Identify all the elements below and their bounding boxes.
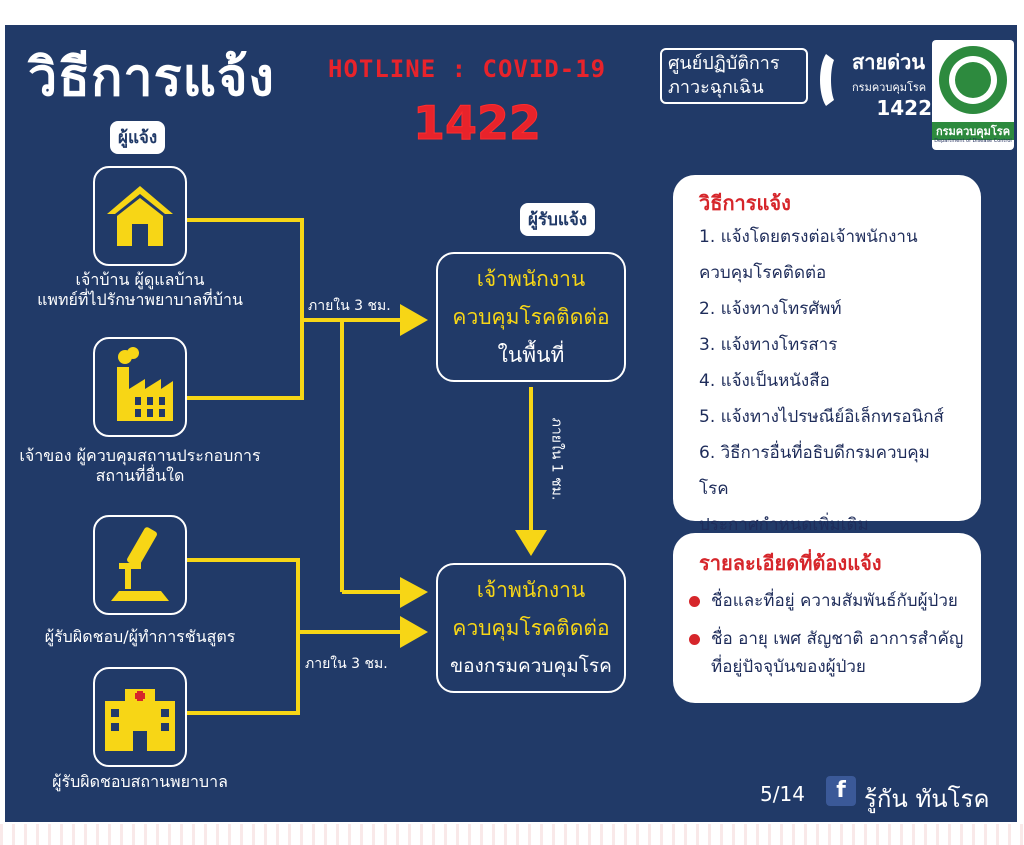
receiver-dept-line3: ของกรมควบคุมโรค [450, 655, 612, 677]
arrowhead-branch [400, 577, 428, 608]
ddc-sub: Department of Disease Control [934, 138, 1012, 144]
arrowhead-lower [400, 616, 428, 648]
details-item: ชื่อและที่อยู่ ความสัมพันธ์กับผู้ป่วย [689, 587, 965, 615]
hotline-logo-number: 1422 [876, 96, 932, 120]
hotline-logo: สายด่วน กรมควบคุมโรค 1422 [852, 46, 932, 120]
ministry-seal-icon [939, 46, 1007, 114]
eoc-logo: ศูนย์ปฏิบัติการ ภาวะฉุกเฉิน [660, 48, 808, 104]
ddc-logo: กรมควบคุมโรค Department of Disease Contr… [932, 40, 1014, 150]
factory-icon-box [93, 337, 187, 437]
facebook-page-name[interactable]: รู้กัน ทันโรค [864, 785, 990, 813]
hotline-logo-dept: กรมควบคุมโรค [852, 81, 927, 94]
arrowhead-down [515, 530, 547, 556]
details-item-line2: ที่อยู่ปัจจุบันของผู้ป่วย [711, 657, 866, 677]
methods-line: 1. แจ้งโดยตรงต่อเจ้าพนักงาน [699, 227, 918, 247]
ddc-name: กรมควบคุมโรค [932, 122, 1014, 140]
reporter-2-caption-line1: เจ้าของ ผู้ควบคุมสถานประกอบการ [19, 446, 261, 465]
microscope-icon [111, 527, 169, 601]
reporter-2-caption: เจ้าของ ผู้ควบคุมสถานประกอบการ สถานที่อื… [0, 446, 280, 486]
eoc-line2: ภาวะฉุกเฉิน [668, 77, 764, 98]
factory-icon [117, 347, 173, 421]
reporter-2-caption-line2: สถานที่อื่นใด [95, 466, 185, 485]
hotline-logo-title: สายด่วน [852, 50, 926, 74]
reporter-1-caption-line1: เจ้าบ้าน ผู้ดูแลบ้าน [75, 270, 205, 289]
methods-line: ควบคุมโรคติดต่อ [699, 263, 827, 283]
receiver-local-line3: ในพื้นที่ [497, 343, 565, 367]
time-label-lower: ภายใน 3 ชม. [305, 656, 388, 672]
house-icon [107, 186, 173, 246]
decorative-pattern [0, 824, 1024, 845]
methods-card: วิธีการแจ้ง 1. แจ้งโดยตรงต่อเจ้าพนักงาน … [673, 175, 981, 535]
arrowhead-local [400, 304, 428, 336]
methods-heading: วิธีการแจ้ง [699, 191, 791, 215]
eoc-line1: ศูนย์ปฏิบัติการ [668, 53, 780, 74]
page-number: 5/14 [760, 782, 805, 806]
receiver-dept-box: เจ้าพนักงาน ควบคุมโรคติดต่อ ของกรมควบคุม… [436, 563, 626, 693]
house-icon-box [93, 166, 187, 266]
methods-line: 5. แจ้งทางไปรษณีย์อิเล็กทรอนิกส์ [699, 407, 944, 427]
reporter-1-caption-line2: แพทย์ที่ไปรักษาพยาบาลที่บ้าน [37, 290, 243, 309]
hotline-label: HOTLINE : COVID-19 [328, 55, 607, 83]
receiver-dept-line2: ควบคุมโรคติดต่อ [452, 616, 610, 640]
upper-bracket-line [186, 218, 304, 400]
details-card: รายละเอียดที่ต้องแจ้ง ชื่อและที่อยู่ ควา… [673, 533, 981, 703]
details-item-line1: ชื่อและที่อยู่ ความสัมพันธ์กับผู้ป่วย [711, 591, 958, 611]
time-label-vertical: ภายใน 1 ชม. [548, 417, 565, 501]
bullet-dot-icon [689, 596, 700, 607]
bullet-dot-icon [689, 634, 700, 645]
hospital-icon-box [93, 667, 187, 767]
lower-bracket-line [186, 558, 300, 715]
hospital-icon [105, 689, 175, 751]
receiver-local-line2: ควบคุมโรคติดต่อ [452, 305, 610, 329]
reporter-3-caption: ผู้รับผิดชอบ/ผู้ทำการชันสูตร [15, 627, 265, 647]
receiver-dept-line1: เจ้าพนักงาน [476, 578, 586, 602]
reporter-3-caption-line1: ผู้รับผิดชอบ/ผู้ทำการชันสูตร [44, 627, 236, 646]
facebook-icon[interactable]: f [826, 776, 856, 806]
details-item-line1: ชื่อ อายุ เพศ สัญชาติ อาการสำคัญ [711, 629, 964, 649]
receiver-local-box: เจ้าพนักงาน ควบคุมโรคติดต่อ ในพื้นที่ [436, 252, 626, 382]
reporter-label: ผู้แจ้ง [110, 121, 166, 154]
methods-line: 2. แจ้งทางโทรศัพท์ [699, 299, 842, 319]
methods-line: 3. แจ้งทางโทรสาร [699, 335, 838, 355]
receiver-label: ผู้รับแจ้ง [520, 203, 596, 236]
hotline-number: 1422 [412, 96, 542, 151]
page-title: วิธีการแจ้ง [28, 48, 275, 108]
phone-icon [818, 50, 848, 114]
reporter-1-caption: เจ้าบ้าน ผู้ดูแลบ้าน แพทย์ที่ไปรักษาพยาบ… [10, 270, 270, 310]
details-item: ชื่อ อายุ เพศ สัญชาติ อาการสำคัญ ที่อยู่… [689, 625, 965, 681]
methods-line: ประกาศกำหนดเพิ่มเติม [699, 515, 869, 535]
receiver-local-line1: เจ้าพนักงาน [476, 267, 586, 291]
details-heading: รายละเอียดที่ต้องแจ้ง [699, 551, 882, 575]
methods-line: 4. แจ้งเป็นหนังสือ [699, 371, 830, 391]
microscope-icon-box [93, 515, 187, 615]
reporter-4-caption-line1: ผู้รับผิดชอบสถานพยาบาล [52, 772, 228, 791]
reporter-4-caption: ผู้รับผิดชอบสถานพยาบาล [25, 772, 255, 792]
methods-line: 6. วิธีการอื่นที่อธิบดีกรมควบคุมโรค [699, 443, 930, 499]
time-label-upper: ภายใน 3 ชม. [308, 298, 391, 314]
